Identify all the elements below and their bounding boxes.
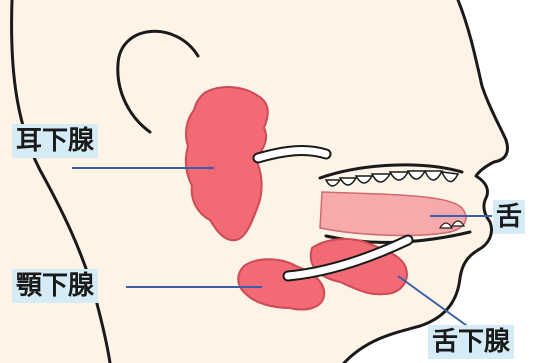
label-tongue: 舌 [493,200,525,234]
label-sublingual-gland: 舌下腺 [428,325,514,359]
label-submandibular-gland: 顎下腺 [12,269,98,303]
label-parotid-gland: 耳下腺 [12,124,98,158]
